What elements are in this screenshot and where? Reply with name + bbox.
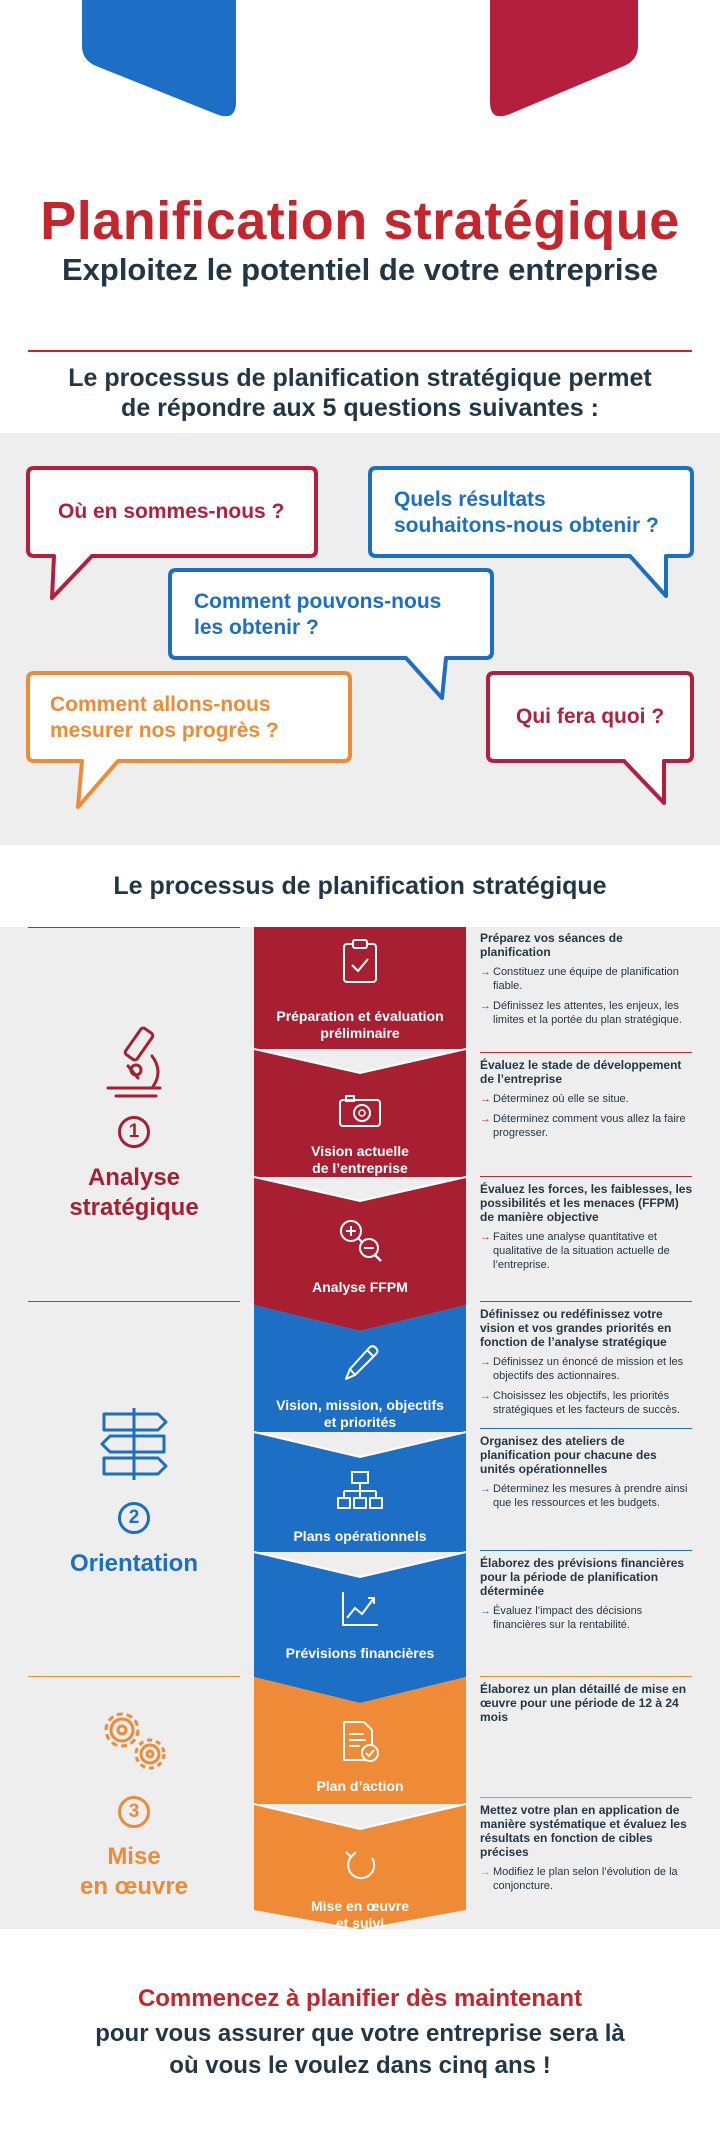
question-text-2: Quels résultats souhaitons-nous obtenir … (394, 488, 659, 537)
step-description-3: Évaluez les forces, les faiblesses, les … (480, 1182, 693, 1271)
page-subtitle: Exploitez le potentiel de votre entrepri… (61, 252, 659, 287)
step-description-2: Évaluez le stade de développement de l’e… (480, 1058, 686, 1139)
chevron-step-8 (254, 1804, 466, 1929)
intro-text: Le processus de planification stratégiqu… (0, 363, 720, 423)
document-check-icon (343, 1721, 379, 1762)
step-description-7: Élaborez un plan détaillé de mise en œuv… (480, 1682, 687, 1724)
question-text-1: Où en sommes-nous ? (58, 500, 285, 523)
phase-number-3: 3 (118, 1796, 150, 1828)
pencil-icon (345, 1345, 379, 1380)
phase-divider-1 (28, 927, 240, 928)
questions-panel: Où en sommes-nous ? Quels résultats souh… (0, 433, 720, 845)
step-divider-4 (480, 1301, 692, 1302)
step-label-7: Plan d’action (316, 1778, 404, 1794)
phase-number-2: 2 (118, 1502, 150, 1534)
corner-decorations (82, 0, 638, 117)
org-chart-icon (337, 1471, 383, 1509)
signpost-icon (100, 1408, 168, 1480)
phase-divider-2 (28, 1301, 240, 1302)
step-divider-2 (480, 1052, 692, 1053)
intro-line-1: Le processus de planification stratégiqu… (68, 364, 652, 392)
phase-divider-3 (28, 1676, 240, 1677)
refresh-icon (345, 1851, 376, 1880)
phase-name-2: Orientation (69, 1550, 198, 1577)
phase-number-1: 1 (118, 1116, 150, 1148)
chevron-step-1 (254, 927, 466, 1049)
zoom-icon (340, 1220, 382, 1262)
intro-line-2: de répondre aux 5 questions suivantes : (121, 394, 599, 422)
line-chart-icon (342, 1592, 378, 1626)
camera-icon (339, 1095, 381, 1127)
step-description-8: Mettez votre plan en application de mani… (480, 1803, 687, 1892)
step-divider-3 (480, 1176, 692, 1177)
process-title: Le processus de planification stratégiqu… (113, 872, 607, 900)
question-text-4: Comment allons-nous mesurer nos progrès … (50, 693, 279, 742)
step-description-4: Définissez ou redéfinissez votre vision … (480, 1307, 684, 1416)
step-label-6: Prévisions financières (285, 1645, 435, 1661)
clipboard-icon (343, 939, 377, 983)
title-divider (28, 350, 692, 352)
red-corner-shape (490, 0, 638, 117)
page-title: Planification stratégique (40, 191, 680, 251)
microscope-icon (106, 1026, 162, 1098)
question-bubble-4: Comment allons-nous mesurer nos progrès … (26, 671, 352, 823)
step-label-5: Plans opérationnels (293, 1528, 427, 1544)
chevron-step-3 (254, 1177, 466, 1331)
step-description-5: Organisez des ateliers de planification … (480, 1434, 688, 1509)
question-bubble-2: Quels résultats souhaitons-nous obtenir … (368, 466, 694, 608)
closing-text: pour vous assurer que votre entreprise s… (95, 2020, 625, 2079)
closing-headline: Commencez à planifier dès maintenant (137, 1985, 583, 2012)
step-divider-7 (480, 1676, 692, 1677)
step-divider-5 (480, 1428, 692, 1429)
step-description-1: Préparez vos séances de planification →C… (480, 931, 682, 1026)
step-description-6: Élaborez des prévisions financières pour… (480, 1556, 685, 1631)
question-bubble-1: Où en sommes-nous ? (26, 466, 318, 608)
blue-corner-shape (82, 0, 236, 117)
chevron-step-2 (254, 1049, 466, 1177)
gears-icon (104, 1712, 166, 1770)
step-divider-8 (480, 1797, 692, 1798)
chevron-step-4 (254, 1305, 466, 1432)
step-label-3: Analyse FFPM (312, 1279, 408, 1295)
question-bubble-3: Comment pouvons-nous les obtenir ? (168, 568, 494, 710)
question-text-5: Qui fera quoi ? (516, 705, 665, 728)
chevron-step-6 (254, 1552, 466, 1703)
step-divider-6 (480, 1550, 692, 1551)
question-text-3: Comment pouvons-nous les obtenir ? (194, 590, 442, 639)
question-bubble-5: Qui fera quoi ? (486, 671, 694, 823)
process-chevron-column (253, 927, 467, 1929)
